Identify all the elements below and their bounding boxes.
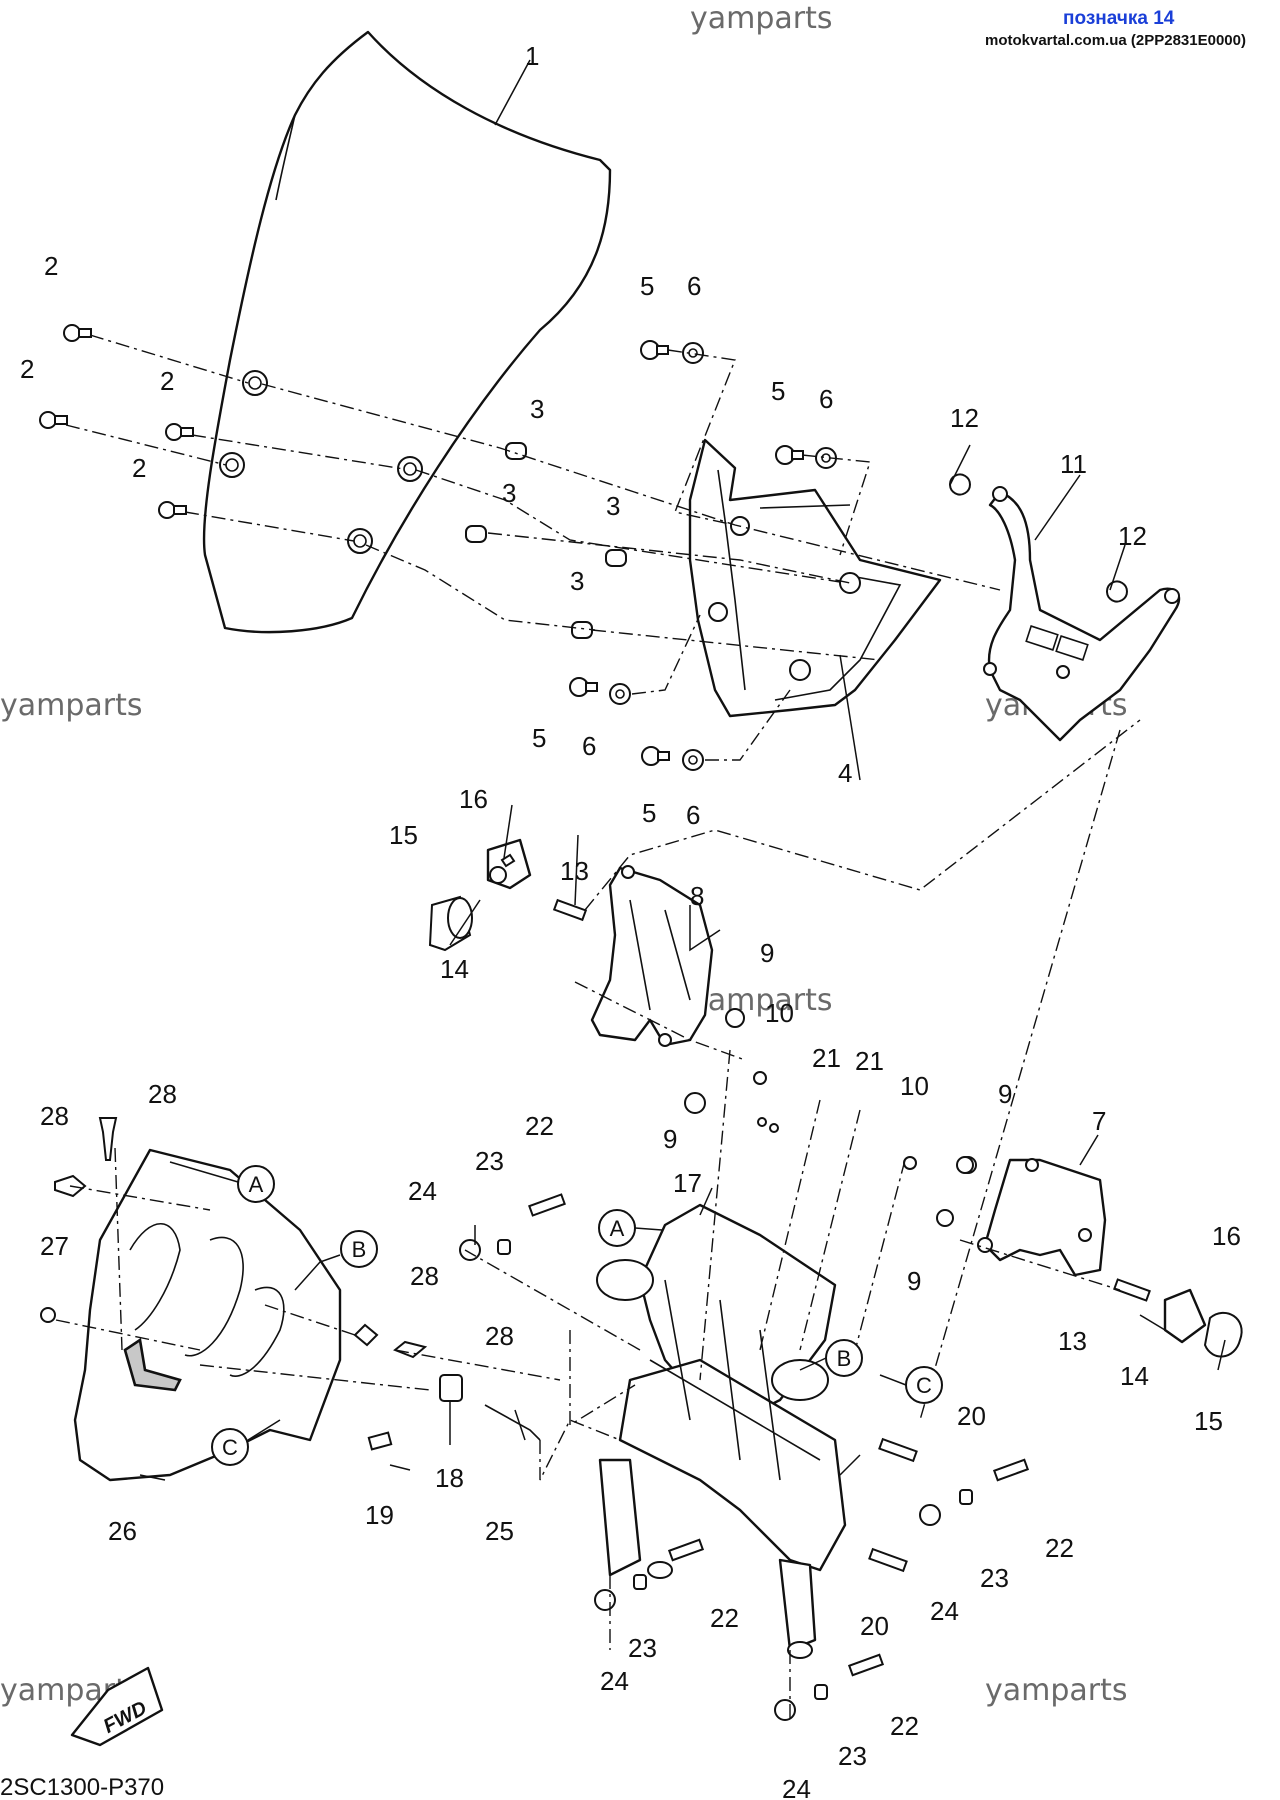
callout-label: 28 [40,1101,69,1131]
callout-label: 8 [690,881,704,911]
callout-label: 16 [1212,1221,1241,1251]
bolts-5-washers-6 [569,340,837,771]
diagram-code: 2SC1300-P370 [0,1774,164,1800]
callout-label: 5 [640,271,654,301]
ref-letter: A [249,1172,264,1197]
callout-label: 14 [440,954,469,984]
bracket-11 [949,473,1181,742]
small-hardware [40,1071,1030,1721]
callout-label: 12 [1118,521,1147,551]
callout-numbers: 1 2 2 2 2 3 3 3 3 4 5 5 5 5 6 6 6 6 7 8 … [20,41,1241,1800]
windscreen [202,30,612,634]
callout-label: 6 [686,800,700,830]
main-stay [596,1203,847,1659]
callout-label: 23 [475,1146,504,1176]
callout-label: 5 [642,798,656,828]
callout-label: 13 [560,856,589,886]
badge-label: позначка 14 [1063,8,1175,29]
callout-label: 4 [838,758,852,788]
callout-label: 18 [435,1463,464,1493]
callout-label: 22 [525,1111,554,1141]
collars-3 [465,442,627,639]
callout-label: 3 [530,394,544,424]
watermark: yamparts [0,688,143,723]
callout-label: 28 [410,1261,439,1291]
callout-label: 3 [502,478,516,508]
callout-label: 22 [710,1603,739,1633]
callout-label: 6 [687,271,701,301]
bracket-7 [936,1156,1243,1358]
bracket-8 [590,865,745,1047]
callout-label: 2 [132,453,146,483]
callout-label: 21 [812,1043,841,1073]
side-cover [73,1148,342,1482]
callout-label: 5 [532,723,546,753]
callout-label: 7 [1092,1106,1106,1136]
callout-label: 23 [628,1633,657,1663]
ref-letter: C [916,1373,932,1398]
callout-label: 25 [485,1516,514,1546]
callout-label: 22 [1045,1533,1074,1563]
callout-label: 5 [771,376,785,406]
callout-label: 19 [365,1500,394,1530]
callout-label: 24 [408,1176,437,1206]
screws-2 [39,324,194,519]
source-label: motokvartal.com.ua (2PP2831E0000) [985,32,1246,49]
callout-label: 9 [663,1124,677,1154]
watermark: yamparts [690,983,833,1018]
reference-letters: A A B B C C [169,1161,943,1466]
callout-label: 3 [570,566,584,596]
callout-label: 1 [525,41,539,71]
ref-letter: A [610,1216,625,1241]
callout-label: 20 [957,1401,986,1431]
callout-label: 27 [40,1231,69,1261]
callout-label: 12 [950,403,979,433]
callout-label: 17 [673,1168,702,1198]
callout-label: 10 [765,998,794,1028]
callout-label: 14 [1120,1361,1149,1391]
callout-label: 26 [108,1516,137,1546]
callout-label: 16 [459,784,488,814]
callout-label: 22 [890,1711,919,1741]
callout-label: 9 [998,1079,1012,1109]
assembly-lines [55,334,1141,1720]
callout-label: 24 [930,1596,959,1626]
callout-label: 9 [760,938,774,968]
callout-label: 23 [838,1741,867,1771]
watermark: yamparts [985,1673,1128,1708]
watermark: yamparts [690,1,833,36]
callout-label: 21 [855,1046,884,1076]
callout-label: 6 [819,384,833,414]
watermarks: yamparts yamparts yamparts yamparts yamp… [0,1,1128,1708]
callout-label: 2 [160,366,174,396]
callout-label: 28 [485,1321,514,1351]
callout-label: 10 [900,1071,929,1101]
knob-assembly-left [428,838,588,952]
callout-label: 24 [600,1666,629,1696]
leader-lines [139,59,1226,1481]
callout-label: 28 [148,1079,177,1109]
ref-letter: C [222,1435,238,1460]
callout-label: 15 [1194,1406,1223,1436]
ref-letter: B [837,1346,852,1371]
callout-label: 2 [20,354,34,384]
callout-label: 11 [1060,449,1087,479]
callout-label: 2 [44,251,58,281]
callout-label: 15 [389,820,418,850]
callout-label: 9 [907,1266,921,1296]
callout-label: 24 [782,1774,811,1800]
ref-letter: B [352,1237,367,1262]
callout-label: 13 [1058,1326,1087,1356]
callout-label: 3 [606,491,620,521]
callout-label: 23 [980,1563,1009,1593]
callout-label: 6 [582,731,596,761]
callout-label: 20 [860,1611,889,1641]
